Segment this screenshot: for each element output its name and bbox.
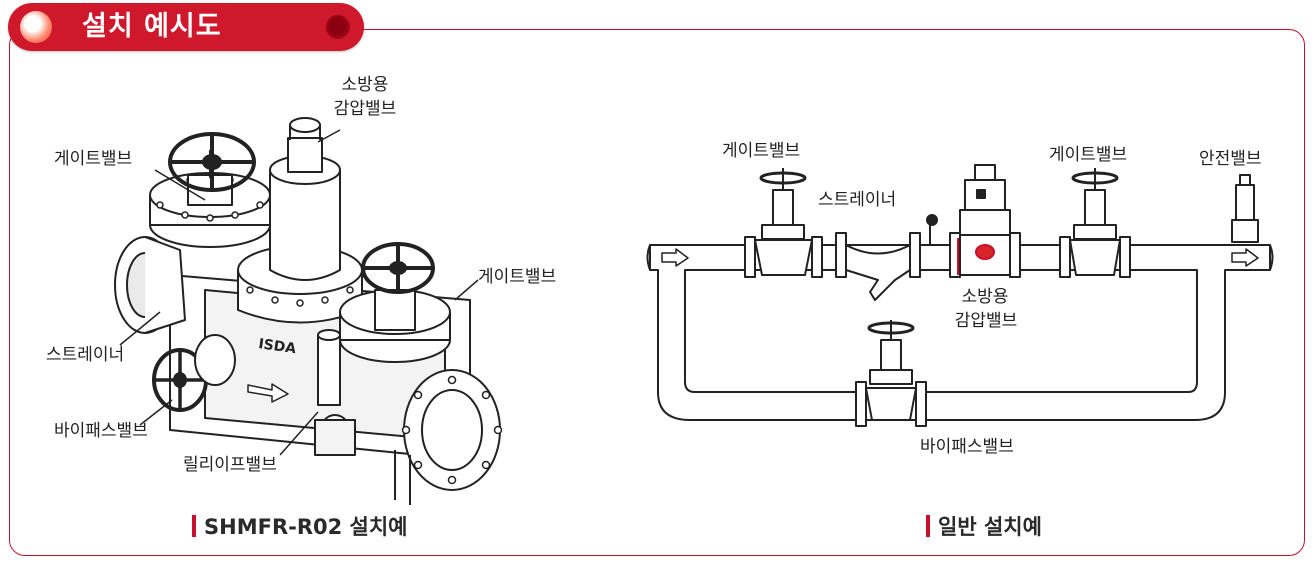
left-label-pressure-valve-line2: 감압밸브 — [333, 99, 397, 119]
caption-bar-icon — [926, 515, 930, 537]
left-label-strainer: 스트레이너 — [46, 345, 125, 365]
caption-bar-icon — [192, 515, 196, 537]
right-piping-illustration — [646, 164, 1274, 427]
title-bullet-icon — [20, 11, 52, 43]
right-caption: 일반 설치예 — [926, 514, 1042, 540]
right-label-pressure-valve-line1: 소방용 — [961, 287, 1009, 307]
left-caption-text: SHMFR-R02 설치예 — [204, 515, 408, 539]
right-label-strainer: 스트레이너 — [818, 190, 897, 210]
left-label-bypass-valve: 바이패스밸브 — [54, 421, 148, 441]
right-label-bypass-valve: 바이패스밸브 — [920, 437, 1014, 457]
right-label-safety-valve: 안전밸브 — [1199, 149, 1262, 169]
left-caption: SHMFR-R02 설치예 — [192, 514, 408, 540]
left-label-gate-valve-2: 게이트밸브 — [478, 267, 557, 287]
section-title-tab: 설치 예시도 — [8, 3, 364, 51]
left-label-gate-valve-1: 게이트밸브 — [54, 149, 133, 169]
right-label-gate-valve-1: 게이트밸브 — [722, 141, 801, 161]
right-label-pressure-valve-line2: 감압밸브 — [954, 311, 1018, 331]
left-label-relief-valve: 릴리이프밸브 — [183, 455, 277, 475]
left-assembly-illustration: ISDA — [114, 117, 503, 505]
section-title: 설치 예시도 — [82, 11, 222, 42]
content-frame — [9, 29, 1305, 556]
title-end-dot-icon — [326, 15, 350, 39]
right-caption-text: 일반 설치예 — [938, 515, 1042, 539]
left-label-pressure-valve-line1: 소방용 — [341, 75, 389, 95]
svg-text:ISDA: ISDA — [257, 336, 297, 357]
right-label-gate-valve-2: 게이트밸브 — [1049, 145, 1128, 165]
